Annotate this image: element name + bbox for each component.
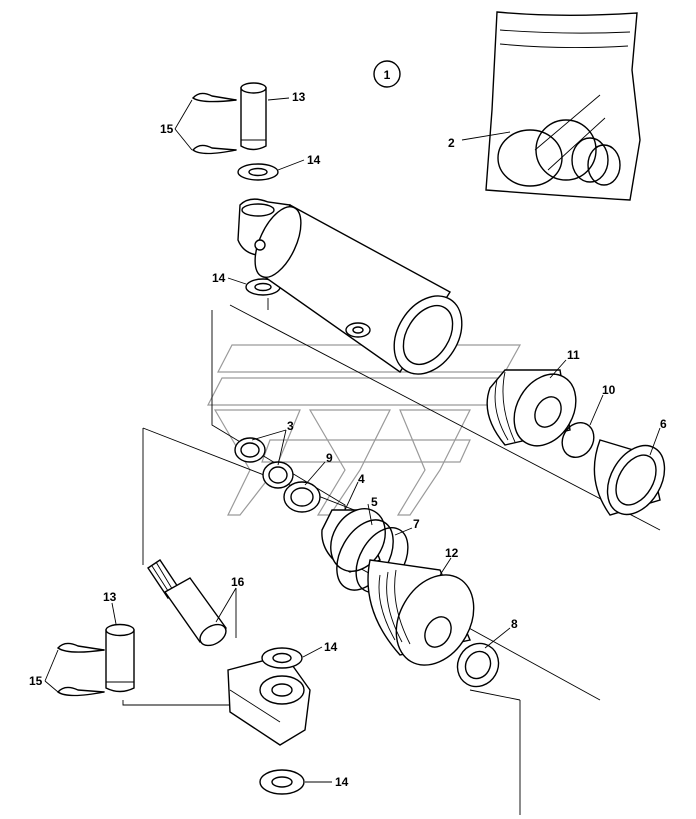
leader-lines	[44, 97, 661, 783]
callout-8: 8	[511, 617, 518, 631]
piston	[486, 369, 577, 447]
callout-7: 7	[413, 517, 420, 531]
lower-clips	[57, 642, 105, 697]
piston-rod	[147, 559, 228, 647]
callout-12: 12	[445, 546, 459, 560]
assembly-number-circle	[373, 60, 401, 88]
callout-14-top-a: 14	[307, 153, 321, 167]
cylinder-head	[367, 559, 475, 666]
upper-washer-top	[237, 163, 279, 181]
lower-washer-bottom	[259, 769, 305, 795]
upper-pin	[240, 82, 267, 151]
callout-14-bottom-a: 14	[324, 640, 338, 654]
callout-5: 5	[371, 495, 378, 509]
wiper-seal	[456, 642, 500, 688]
callout-4: 4	[358, 472, 365, 486]
upper-clips	[192, 92, 237, 155]
callout-10: 10	[602, 383, 616, 397]
callout-6: 6	[660, 417, 667, 431]
callout-9: 9	[326, 451, 333, 465]
upper-washer-bottom	[245, 278, 281, 296]
callout-labels: 2 3 9 4 5 7 12 8 6 10 11 13 15 14 14 13 …	[29, 90, 667, 789]
callout-3: 3	[287, 419, 294, 433]
o-ring-10	[561, 422, 595, 458]
callout-14-top-b: 14	[212, 271, 226, 285]
callout-11: 11	[567, 348, 580, 362]
callout-14-bottom-b: 14	[335, 775, 349, 789]
assembly-number: 1	[384, 68, 391, 82]
callout-16: 16	[231, 575, 245, 589]
lower-washer-top	[261, 647, 303, 669]
seal-3b	[262, 461, 294, 489]
cylinder-barrel	[237, 198, 463, 375]
seal-9	[283, 481, 321, 513]
callout-2: 2	[448, 136, 455, 150]
gland-ring	[593, 439, 666, 516]
seal-kit-bag	[485, 11, 641, 201]
seal-3a	[234, 437, 266, 463]
callout-15-bottom: 15	[29, 674, 43, 688]
callout-13-top: 13	[292, 90, 306, 104]
callout-13-bottom: 13	[103, 590, 117, 604]
axis-guide-lines	[122, 304, 661, 815]
lower-pin	[105, 623, 135, 693]
watermark-logo	[207, 344, 522, 516]
callout-15-top: 15	[160, 122, 174, 136]
rod-end-clevis	[227, 654, 311, 746]
